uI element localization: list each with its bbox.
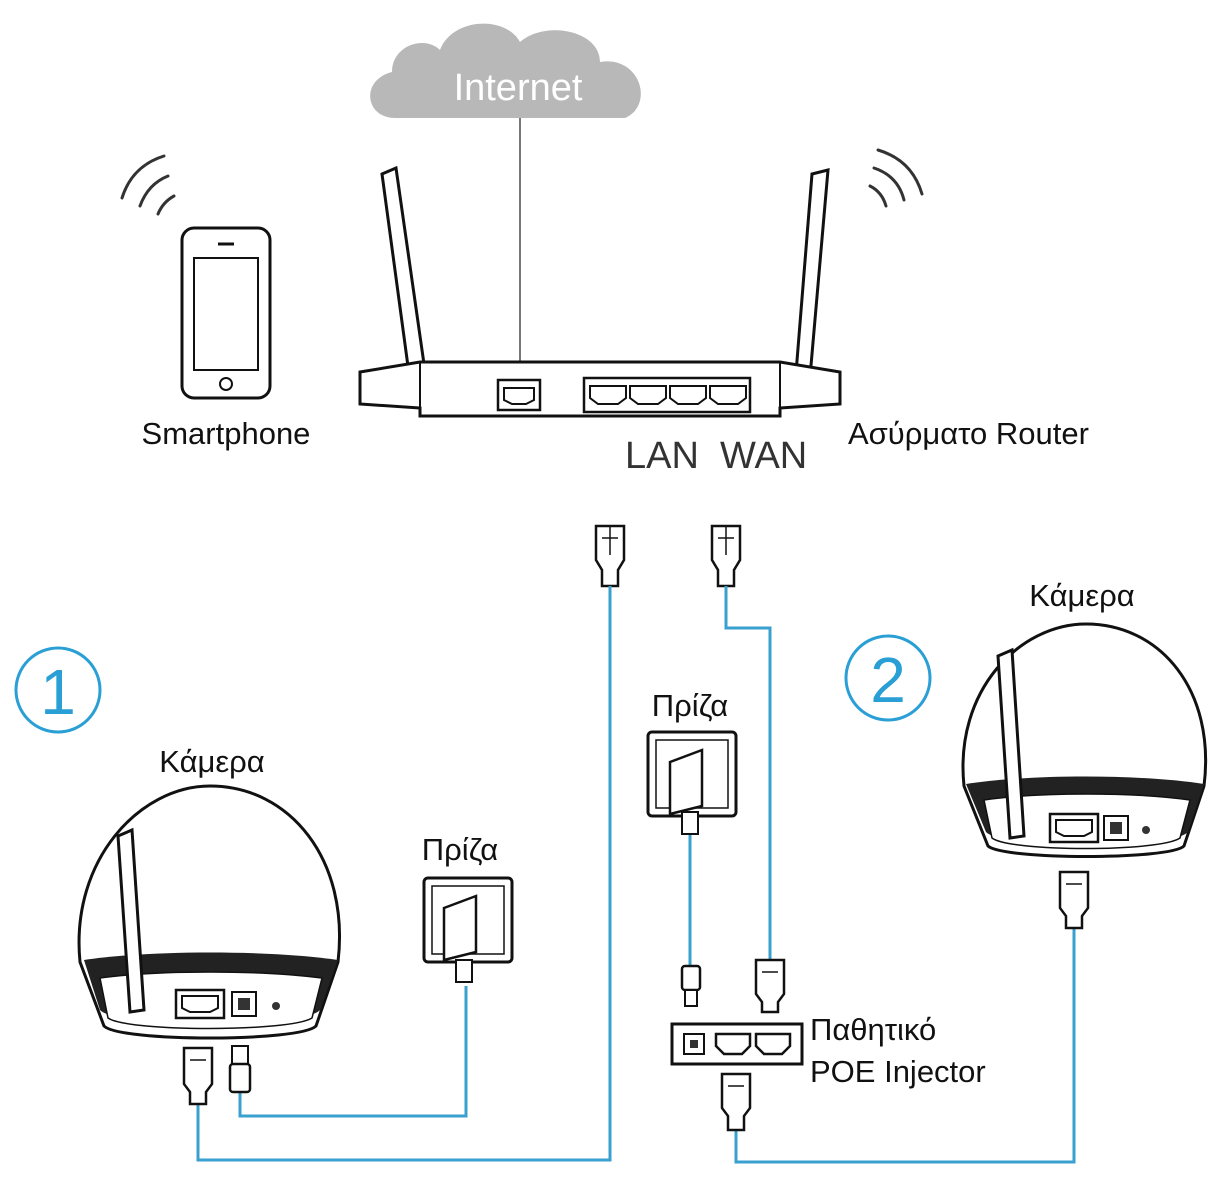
ethernet-cable xyxy=(196,586,1076,1164)
wifi-signal-icon xyxy=(868,148,924,208)
outlet-2-label: Πρίζα xyxy=(652,688,729,723)
power-plug-icon xyxy=(228,1045,252,1094)
svg-text:1: 1 xyxy=(40,656,76,728)
step-2-badge: 2 xyxy=(844,634,932,722)
step-1-badge: 1 xyxy=(14,646,102,734)
wifi-signal-icon xyxy=(120,154,176,216)
smartphone-icon xyxy=(180,226,272,400)
internet-label: Internet xyxy=(454,67,583,109)
ethernet-plug-icon xyxy=(720,1072,752,1132)
camera-icon xyxy=(961,622,1207,858)
wan-label: WAN xyxy=(720,435,807,477)
ethernet-plug-icon xyxy=(1058,870,1090,930)
camera-icon xyxy=(77,784,341,1040)
ethernet-plug-icon xyxy=(594,524,626,588)
power-plug-icon xyxy=(680,964,702,1007)
injector-label-line1: Παθητικό xyxy=(810,1012,936,1047)
wall-outlet-icon xyxy=(646,730,738,835)
router-label: Ασύρματο Router xyxy=(848,416,1089,451)
injector-label-line2: POE Injector xyxy=(810,1054,986,1089)
router-icon xyxy=(358,165,842,418)
svg-text:2: 2 xyxy=(870,644,906,716)
wall-outlet-icon xyxy=(422,876,514,983)
ethernet-plug-icon xyxy=(182,1046,214,1106)
ethernet-plug-icon xyxy=(754,958,786,1014)
camera-2-label: Κάμερα xyxy=(1029,578,1135,613)
smartphone-label: Smartphone xyxy=(142,416,311,451)
poe-injector-icon xyxy=(670,1022,804,1066)
outlet-1-label: Πρίζα xyxy=(422,832,499,867)
lan-label: LAN xyxy=(625,435,699,477)
ethernet-plug-icon xyxy=(710,524,742,588)
cloud-icon xyxy=(370,23,641,119)
camera-1-label: Κάμερα xyxy=(159,744,265,779)
